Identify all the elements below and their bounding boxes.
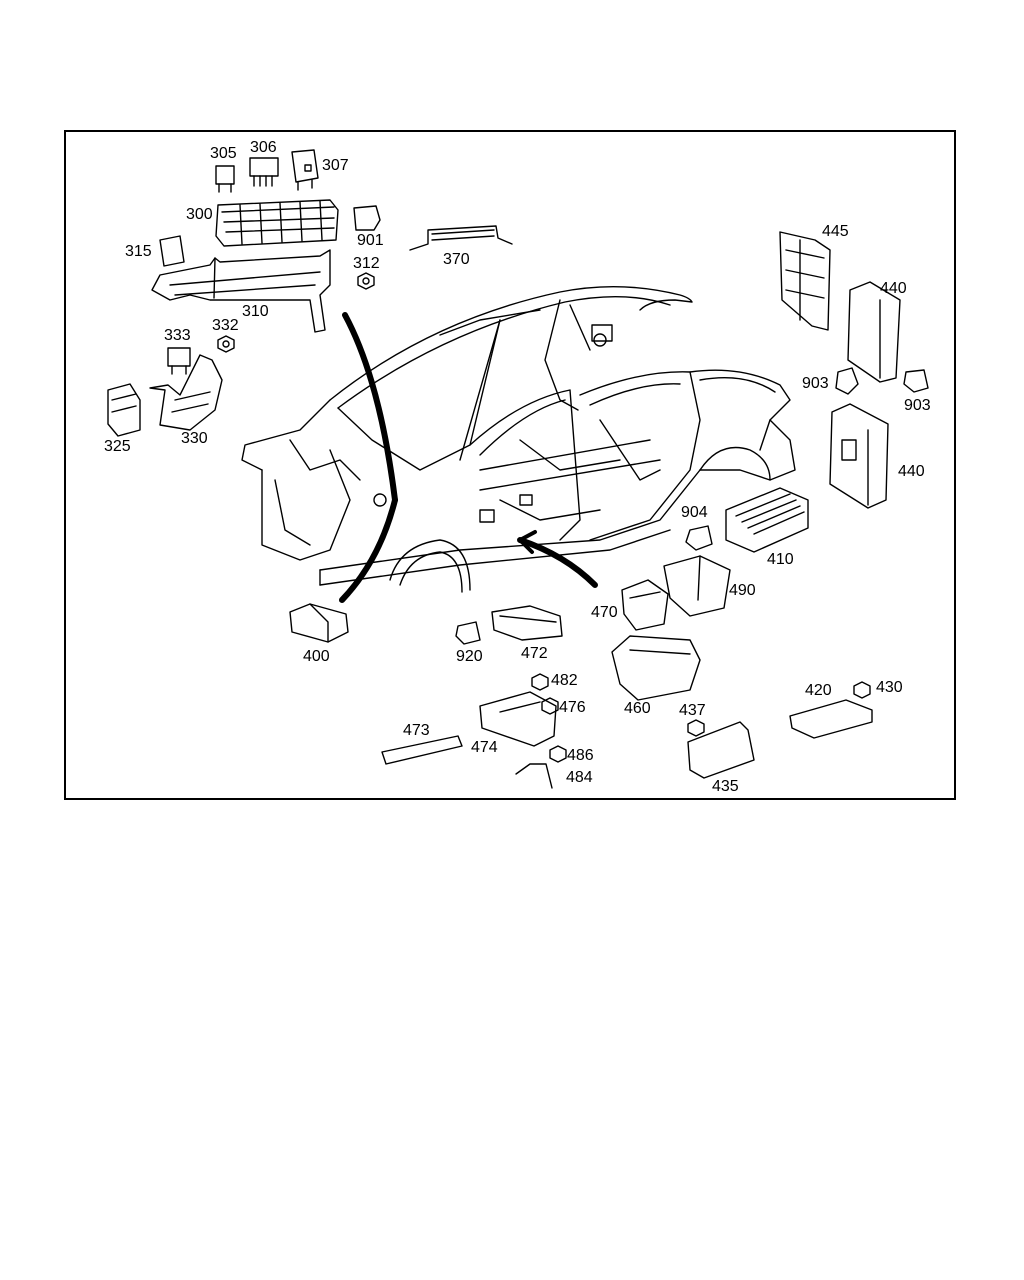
part-437-nut xyxy=(687,719,705,737)
label-400: 400 xyxy=(303,648,330,665)
label-490: 490 xyxy=(729,582,756,599)
part-470-tray xyxy=(621,579,669,631)
part-482-nut xyxy=(531,673,549,691)
part-400-module xyxy=(289,603,349,643)
label-904: 904 xyxy=(681,504,708,521)
label-315: 315 xyxy=(125,243,152,260)
label-420: 420 xyxy=(805,682,832,699)
label-306: 306 xyxy=(250,139,277,156)
part-410-amplifier xyxy=(725,487,809,553)
part-305-fuse xyxy=(215,165,235,193)
part-307-relay xyxy=(291,149,319,191)
part-472-module xyxy=(491,605,563,641)
label-903-right: 903 xyxy=(904,397,931,414)
part-306-connector xyxy=(249,157,279,187)
part-904-tag xyxy=(685,525,713,551)
label-472: 472 xyxy=(521,645,548,662)
part-310-bracket xyxy=(151,249,331,333)
part-440-module-lower xyxy=(829,403,889,509)
label-901: 901 xyxy=(357,232,384,249)
label-920: 920 xyxy=(456,648,483,665)
label-470: 470 xyxy=(591,604,618,621)
label-312: 312 xyxy=(353,255,380,272)
part-460-tray xyxy=(611,635,701,701)
part-903-tag-right xyxy=(903,369,929,393)
part-476-nut xyxy=(541,697,559,715)
part-901-tag xyxy=(353,205,381,231)
part-315-module xyxy=(159,235,185,267)
label-437: 437 xyxy=(679,702,706,719)
label-307: 307 xyxy=(322,157,349,174)
part-920-tag xyxy=(455,621,481,645)
part-332-nut xyxy=(217,335,235,353)
label-476: 476 xyxy=(559,699,586,716)
part-370-bracket xyxy=(409,225,513,251)
label-333: 333 xyxy=(164,327,191,344)
diagram-frame xyxy=(64,130,956,800)
part-430-nut xyxy=(853,681,871,699)
part-420-module xyxy=(789,699,873,739)
label-440-upper: 440 xyxy=(880,280,907,297)
part-330-bracket xyxy=(149,354,223,431)
part-474-tray xyxy=(479,691,557,747)
label-300: 300 xyxy=(186,206,213,223)
part-333-fuse xyxy=(167,347,191,375)
label-310: 310 xyxy=(242,303,269,320)
part-473-strip xyxy=(381,735,463,765)
label-903-left: 903 xyxy=(802,375,829,392)
leader-lines xyxy=(339,312,598,603)
part-300-fuse-box xyxy=(215,199,339,247)
label-482: 482 xyxy=(551,672,578,689)
label-486: 486 xyxy=(567,747,594,764)
car-body-shell xyxy=(241,285,796,593)
part-490-tray xyxy=(663,555,731,617)
label-370: 370 xyxy=(443,251,470,268)
part-440-module-upper xyxy=(847,281,901,383)
label-430: 430 xyxy=(876,679,903,696)
label-410: 410 xyxy=(767,551,794,568)
part-312-nut xyxy=(357,272,375,290)
label-445: 445 xyxy=(822,223,849,240)
part-435-module xyxy=(687,721,755,779)
label-305: 305 xyxy=(210,145,237,162)
label-460: 460 xyxy=(624,700,651,717)
label-440-lower: 440 xyxy=(898,463,925,480)
label-474: 474 xyxy=(471,739,498,756)
part-903-tag-left xyxy=(835,367,859,395)
part-486-nut xyxy=(549,745,567,763)
label-435: 435 xyxy=(712,778,739,795)
part-445-module xyxy=(779,231,831,331)
label-325: 325 xyxy=(104,438,131,455)
label-484: 484 xyxy=(566,769,593,786)
part-325-module xyxy=(107,383,141,437)
label-473: 473 xyxy=(403,722,430,739)
label-332: 332 xyxy=(212,317,239,334)
part-484-bracket xyxy=(515,763,553,789)
label-330: 330 xyxy=(181,430,208,447)
